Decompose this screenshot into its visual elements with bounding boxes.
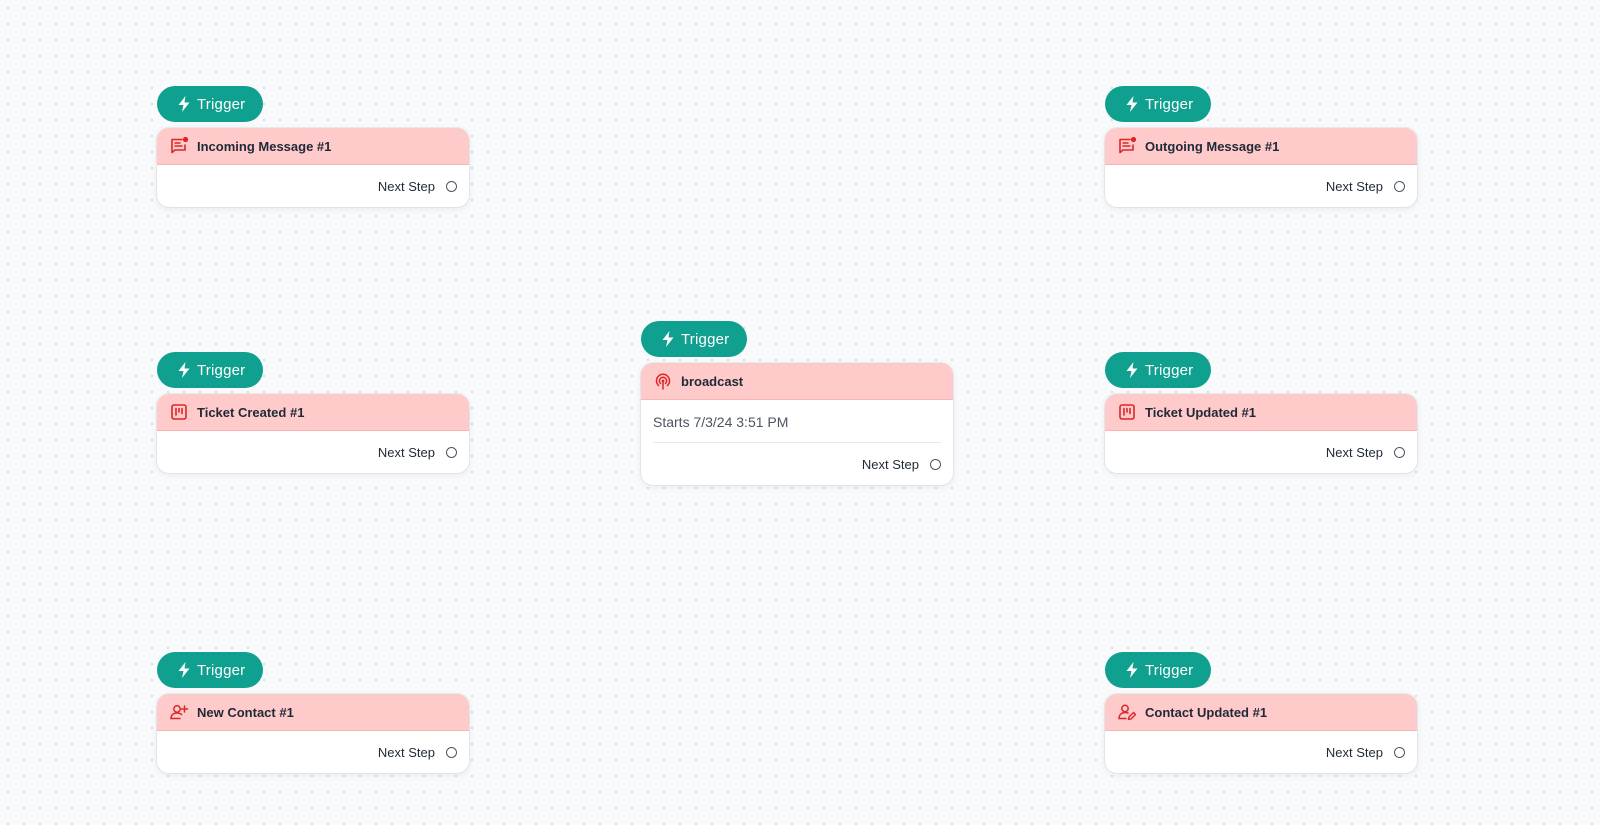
- next-step-row: Next Step: [1117, 165, 1405, 207]
- node-title: New Contact #1: [197, 704, 294, 720]
- node-header: broadcast: [641, 363, 953, 400]
- next-step-row: Next Step: [169, 165, 457, 207]
- trigger-badge[interactable]: Trigger: [1105, 652, 1212, 688]
- trigger-node-broadcast[interactable]: Trigger broadcast Starts 7/3/24 3:51 PM …: [641, 321, 953, 485]
- user-edit-icon: [1117, 702, 1137, 722]
- next-step-handle[interactable]: [930, 458, 941, 470]
- trigger-node-incoming-message[interactable]: Trigger Incoming Message #1 Next Step: [157, 86, 469, 207]
- node-card[interactable]: Ticket Updated #1 Next Step: [1105, 394, 1417, 473]
- next-step-handle[interactable]: [1394, 446, 1405, 458]
- trigger-badge-label: Trigger: [1145, 361, 1194, 379]
- broadcast-icon: [653, 371, 673, 391]
- next-step-label: Next Step: [377, 178, 435, 194]
- message-notification-icon: [169, 136, 189, 156]
- node-title: Contact Updated #1: [1145, 704, 1268, 720]
- trigger-badge[interactable]: Trigger: [1105, 86, 1212, 122]
- node-title: Incoming Message #1: [197, 138, 332, 154]
- trigger-badge[interactable]: Trigger: [157, 652, 264, 688]
- trigger-badge[interactable]: Trigger: [641, 321, 748, 357]
- next-step-row: Next Step: [169, 431, 457, 473]
- node-card[interactable]: broadcast Starts 7/3/24 3:51 PM Next Ste…: [641, 363, 953, 485]
- lightning-icon: [178, 662, 190, 678]
- next-step-handle[interactable]: [1394, 746, 1405, 758]
- next-step-label: Next Step: [377, 744, 435, 760]
- trigger-node-ticket-updated[interactable]: Trigger Ticket Updated #1 Next Step: [1105, 352, 1417, 473]
- node-title: broadcast: [681, 373, 744, 389]
- next-step-label: Next Step: [377, 444, 435, 460]
- node-title: Outgoing Message #1: [1145, 138, 1280, 154]
- ticket-board-icon: [169, 402, 189, 422]
- next-step-row: Next Step: [169, 731, 457, 773]
- lightning-icon: [1126, 362, 1138, 378]
- next-step-handle[interactable]: [446, 446, 457, 458]
- trigger-node-outgoing-message[interactable]: Trigger Outgoing Message #1 Next Step: [1105, 86, 1417, 207]
- next-step-label: Next Step: [1325, 744, 1383, 760]
- node-header: Ticket Created #1: [157, 394, 469, 431]
- next-step-handle[interactable]: [1394, 180, 1405, 192]
- node-header: Outgoing Message #1: [1105, 128, 1417, 165]
- lightning-icon: [662, 331, 674, 347]
- trigger-badge-label: Trigger: [681, 330, 730, 348]
- next-step-row: Next Step: [1117, 731, 1405, 773]
- trigger-node-contact-updated[interactable]: Trigger Contact Updated #1 Next Step: [1105, 652, 1417, 773]
- node-header: Incoming Message #1: [157, 128, 469, 165]
- node-header: New Contact #1: [157, 694, 469, 731]
- trigger-badge-label: Trigger: [197, 661, 246, 679]
- node-card[interactable]: Incoming Message #1 Next Step: [157, 128, 469, 207]
- node-card[interactable]: Outgoing Message #1 Next Step: [1105, 128, 1417, 207]
- next-step-label: Next Step: [1325, 444, 1383, 460]
- next-step-handle[interactable]: [446, 180, 457, 192]
- trigger-badge-label: Trigger: [1145, 95, 1194, 113]
- lightning-icon: [1126, 96, 1138, 112]
- message-notification-icon: [1117, 136, 1137, 156]
- next-step-row: Next Step: [653, 443, 941, 485]
- trigger-node-ticket-created[interactable]: Trigger Ticket Created #1 Next Step: [157, 352, 469, 473]
- node-title: Ticket Updated #1: [1145, 404, 1257, 420]
- next-step-label: Next Step: [1325, 178, 1383, 194]
- lightning-icon: [178, 96, 190, 112]
- node-card[interactable]: Ticket Created #1 Next Step: [157, 394, 469, 473]
- trigger-node-new-contact[interactable]: Trigger New Contact #1 Next Step: [157, 652, 469, 773]
- ticket-board-icon: [1117, 402, 1137, 422]
- node-header: Contact Updated #1: [1105, 694, 1417, 731]
- node-card[interactable]: Contact Updated #1 Next Step: [1105, 694, 1417, 773]
- node-title: Ticket Created #1: [197, 404, 305, 420]
- lightning-icon: [1126, 662, 1138, 678]
- node-header: Ticket Updated #1: [1105, 394, 1417, 431]
- node-card[interactable]: New Contact #1 Next Step: [157, 694, 469, 773]
- user-plus-icon: [169, 702, 189, 722]
- lightning-icon: [178, 362, 190, 378]
- trigger-badge-label: Trigger: [197, 95, 246, 113]
- next-step-label: Next Step: [861, 456, 919, 472]
- trigger-badge-label: Trigger: [1145, 661, 1194, 679]
- broadcast-start-time: Starts 7/3/24 3:51 PM: [653, 400, 941, 443]
- next-step-row: Next Step: [1117, 431, 1405, 473]
- trigger-badge[interactable]: Trigger: [1105, 352, 1212, 388]
- trigger-badge[interactable]: Trigger: [157, 86, 264, 122]
- trigger-badge-label: Trigger: [197, 361, 246, 379]
- trigger-badge[interactable]: Trigger: [157, 352, 264, 388]
- next-step-handle[interactable]: [446, 746, 457, 758]
